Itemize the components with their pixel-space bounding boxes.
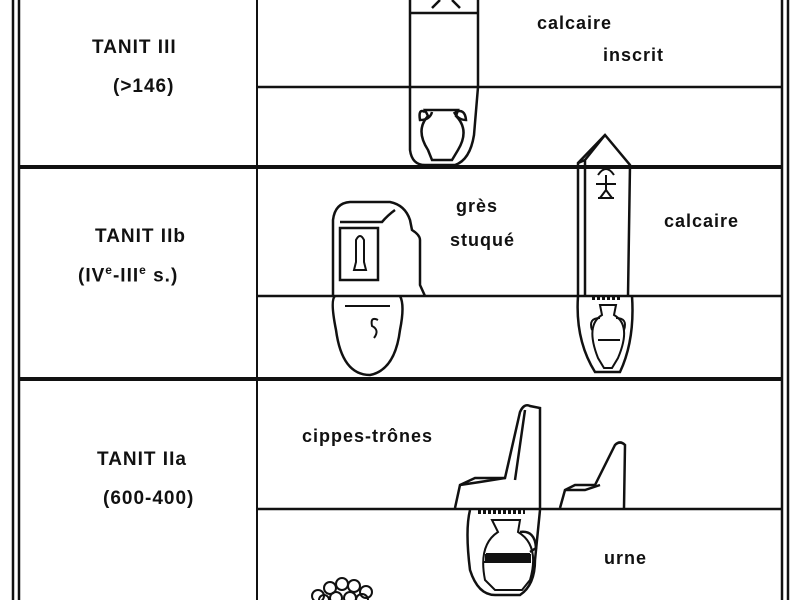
period-name-tanit-iii: TANIT III <box>92 37 177 58</box>
period-name-tanit-iib: TANIT IIb <box>95 226 186 247</box>
limestone-obelisk-icon <box>576 133 634 374</box>
annotation-calcaire-inscrit-line1: calcaire <box>537 13 613 33</box>
annotation-calcaire: calcaire <box>664 211 740 231</box>
date-superscript: e <box>105 263 113 277</box>
annotation-stuque: stuqué <box>450 230 516 250</box>
date-part: -III <box>112 265 140 287</box>
stone-pile-icon <box>311 577 373 600</box>
annotation-gres: grès <box>456 196 499 216</box>
date-superscript: e <box>139 263 147 277</box>
annotation-urne: urne <box>604 548 648 568</box>
period-date-tanit-iii: (>146) <box>113 76 175 97</box>
urn-icon <box>466 509 542 597</box>
period-date-tanit-iia: (600-400) <box>103 488 195 509</box>
date-part: s.) <box>146 265 179 287</box>
throne-cippi-icon <box>453 404 627 509</box>
stuccoed-sandstone-cippus-icon <box>331 200 427 377</box>
period-date-tanit-iib: (IVe-IIIe s.) <box>78 263 178 287</box>
inscribed-stele-icon <box>408 0 480 167</box>
period-name-tanit-iia: TANIT IIa <box>97 449 187 470</box>
date-part: (IV <box>78 265 106 287</box>
annotation-cippes-trones: cippes-trônes <box>302 426 434 446</box>
table-frame <box>11 0 790 600</box>
annotation-calcaire-inscrit-line2: inscrit <box>603 45 665 65</box>
